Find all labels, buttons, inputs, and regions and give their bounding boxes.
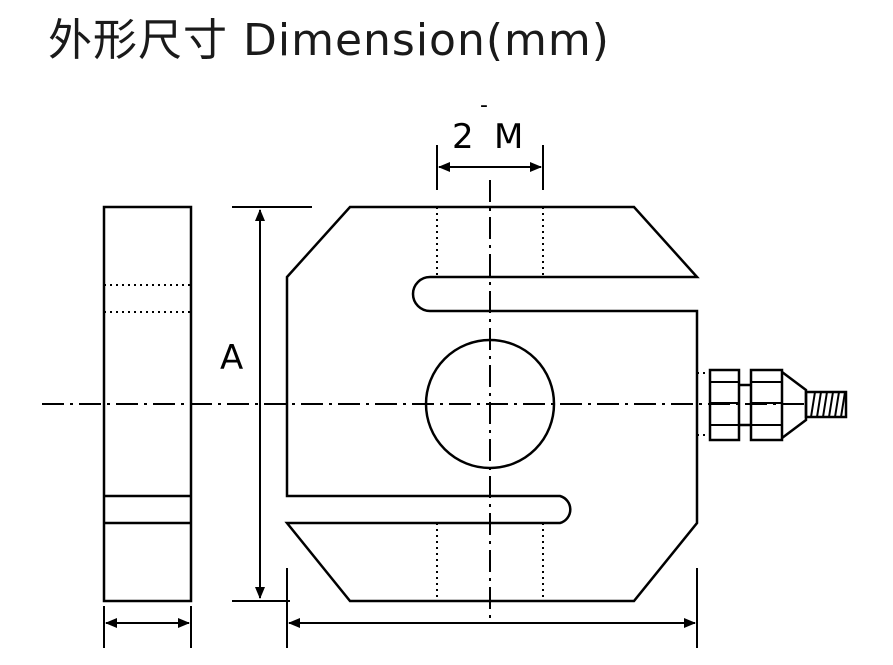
hole-thread-label: M [494,117,523,157]
height-dimension: A [220,206,312,602]
height-label: A [220,338,243,378]
side-width-dimension [103,606,192,648]
page-title: 外形尺寸 Dimension(mm) [48,15,610,66]
cable [804,390,848,419]
cable-gland [697,368,808,442]
thread-dimension: 2 - M [436,93,544,190]
width-dimension [286,568,698,648]
hole-count-label: 2 [452,117,474,157]
center-lines [42,180,806,620]
hole-dash-label: - [480,93,488,118]
